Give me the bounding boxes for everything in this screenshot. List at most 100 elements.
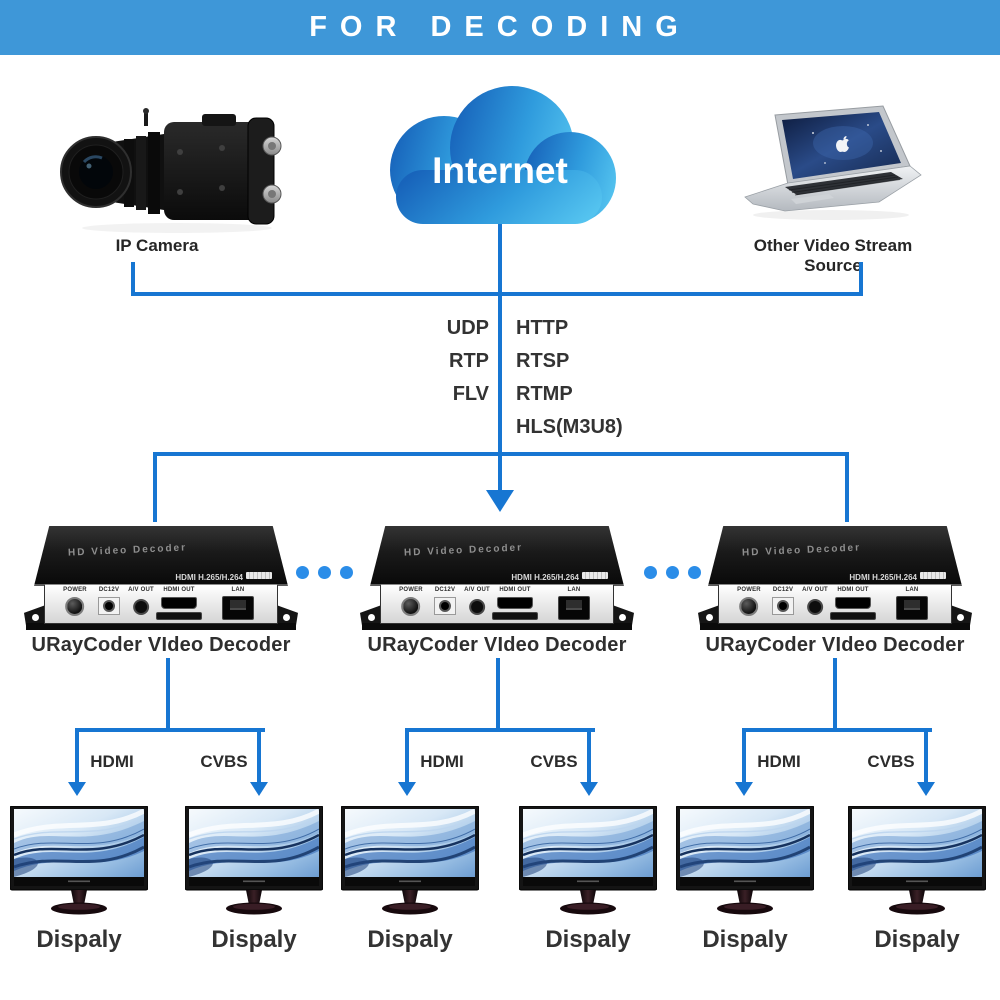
- port-label: DC12V: [98, 587, 120, 593]
- decoder-spec-badge: [582, 572, 608, 579]
- decoder-name-label: URayCoder VIdeo Decoder: [705, 634, 965, 656]
- ellipsis-dot-icon: [340, 566, 353, 579]
- decoder-name-label: URayCoder VIdeo Decoder: [367, 634, 627, 656]
- connector-line: [742, 728, 746, 784]
- hdmi-branch-label: HDMI: [420, 752, 464, 771]
- cvbs-branch-label: CVBS: [200, 752, 248, 771]
- connector-line: [131, 292, 863, 296]
- decoder-top-panel: HD Video Decoder HDMI H.265/H.264: [34, 526, 288, 586]
- connector-line: [153, 452, 157, 522]
- power-button-icon: [739, 597, 759, 616]
- display-monitor: [676, 806, 814, 918]
- decoder-base: [700, 623, 970, 630]
- decoder-name-label: URayCoder VIdeo Decoder: [31, 634, 291, 656]
- port-label: HDMI OUT: [499, 587, 531, 593]
- ip-camera-label: IP Camera: [115, 236, 199, 255]
- arrow-down-icon: [735, 782, 753, 796]
- ellipsis-dot-icon: [666, 566, 679, 579]
- av-out-port: A/V OUT: [802, 587, 828, 615]
- connector-line: [859, 262, 863, 296]
- display-monitor: [185, 806, 323, 918]
- port-label: LAN: [905, 587, 919, 593]
- port-label: DC12V: [434, 587, 456, 593]
- connector-line: [742, 728, 932, 732]
- lan-port: LAN: [222, 587, 254, 620]
- hdmi-out-port: HDMI OUT: [492, 587, 538, 620]
- port-label: A/V OUT: [128, 587, 154, 593]
- port-label: LAN: [567, 587, 581, 593]
- power-button-icon: [401, 597, 421, 616]
- port-label: POWER: [63, 587, 87, 593]
- arrow-down-icon: [486, 490, 514, 512]
- arrow-down-icon: [68, 782, 86, 796]
- hdmi-out-port: HDMI OUT: [830, 587, 876, 620]
- laptop-illustration: [744, 105, 922, 220]
- connector-line: [833, 658, 837, 730]
- protocol-list-left: UDP RTP FLV: [349, 312, 489, 411]
- hdmi-slot-icon: [492, 612, 538, 620]
- protocol-item: FLV: [452, 383, 489, 405]
- decoder-front-panel: POWER DC12V A/V OUT HDMI OUT LAN: [44, 584, 278, 624]
- arrow-down-icon: [250, 782, 268, 796]
- connector-line: [498, 224, 502, 492]
- port-label: DC12V: [772, 587, 794, 593]
- connector-line: [153, 452, 849, 456]
- display-label: Dispaly: [211, 926, 297, 953]
- display-monitor: [10, 806, 148, 918]
- decoder-front-panel: POWER DC12V A/V OUT HDMI OUT LAN: [380, 584, 614, 624]
- decoder-top-label: HD Video Decoder: [741, 542, 862, 559]
- connector-line: [405, 728, 595, 732]
- decoder-spec-text: HDMI H.265/H.264: [849, 573, 917, 582]
- internet-cloud-icon: [390, 86, 616, 224]
- display-monitor: [848, 806, 986, 918]
- connector-line: [496, 658, 500, 730]
- decoder-top-label: HD Video Decoder: [403, 542, 524, 559]
- port-label: POWER: [399, 587, 423, 593]
- lan-port: LAN: [558, 587, 590, 620]
- port-label: A/V OUT: [802, 587, 828, 593]
- cvbs-branch-label: CVBS: [867, 752, 915, 771]
- dc-jack-icon: [772, 597, 794, 615]
- protocol-item: UDP: [446, 317, 489, 339]
- display-label: Dispaly: [874, 926, 960, 953]
- connector-line: [924, 728, 928, 784]
- protocol-list-right: HTTP RTSP RTMP HLS(M3U8): [516, 312, 676, 444]
- display-monitor: [519, 806, 657, 918]
- av-jack-icon: [468, 599, 485, 615]
- decoder-spec-label: HDMI H.265/H.264: [175, 572, 272, 582]
- decoder-top-panel: HD Video Decoder HDMI H.265/H.264: [708, 526, 962, 586]
- arrow-down-icon: [917, 782, 935, 796]
- dc-power-port: DC12V: [98, 587, 120, 615]
- arrow-down-icon: [580, 782, 598, 796]
- connector-line: [587, 728, 591, 784]
- protocol-item: RTP: [449, 350, 489, 372]
- connector-line: [75, 728, 265, 732]
- display-label: Dispaly: [702, 926, 788, 953]
- power-port: POWER: [63, 587, 87, 616]
- video-decoder-device: HD Video Decoder HDMI H.265/H.264 POWER …: [698, 526, 972, 630]
- hdmi-port-icon: [497, 597, 533, 609]
- decoder-spec-text: HDMI H.265/H.264: [511, 573, 579, 582]
- hdmi-port-icon: [161, 597, 197, 609]
- decoder-top-label: HD Video Decoder: [67, 542, 188, 559]
- hdmi-slot-icon: [830, 612, 876, 620]
- dc-jack-icon: [98, 597, 120, 615]
- decoder-front-panel: POWER DC12V A/V OUT HDMI OUT LAN: [718, 584, 952, 624]
- av-out-port: A/V OUT: [128, 587, 154, 615]
- video-decoder-device: HD Video Decoder HDMI H.265/H.264 POWER …: [360, 526, 634, 630]
- decoder-base: [362, 623, 632, 630]
- apple-logo-icon: [836, 136, 849, 152]
- port-label: POWER: [737, 587, 761, 593]
- hdmi-out-port: HDMI OUT: [156, 587, 202, 620]
- video-decoder-device: HD Video Decoder HDMI H.265/H.264 POWER …: [24, 526, 298, 630]
- decoder-spec-label: HDMI H.265/H.264: [511, 572, 608, 582]
- display-label: Dispaly: [36, 926, 122, 953]
- power-port: POWER: [737, 587, 761, 616]
- av-out-port: A/V OUT: [464, 587, 490, 615]
- decoder-spec-text: HDMI H.265/H.264: [175, 573, 243, 582]
- port-label: LAN: [231, 587, 245, 593]
- connector-line: [405, 728, 409, 784]
- ellipsis-dot-icon: [318, 566, 331, 579]
- hdmi-branch-label: HDMI: [90, 752, 134, 771]
- ellipsis-dot-icon: [296, 566, 309, 579]
